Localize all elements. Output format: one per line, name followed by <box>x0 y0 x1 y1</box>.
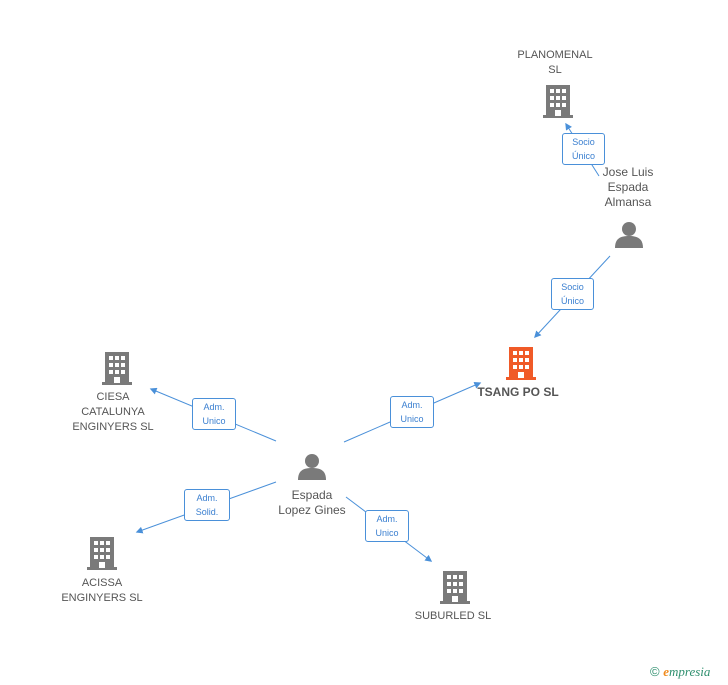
edge-label-espada-to-acissa[interactable]: Adm. Solid. <box>184 489 230 521</box>
building-icon[interactable] <box>543 85 573 118</box>
edge-label-espada-to-ciesa[interactable]: Adm. Unico <box>192 398 236 430</box>
edge-label-jose-to-tsang[interactable]: Socio Único <box>551 278 594 310</box>
building-icon[interactable] <box>440 571 470 604</box>
copyright-icon: © <box>650 664 660 679</box>
building-icon[interactable] <box>87 537 117 570</box>
person-icon[interactable] <box>615 222 643 248</box>
node-label-planomenal[interactable]: PLANOMENAL SL <box>517 49 593 76</box>
edge-label-jose-to-planomenal[interactable]: Socio Único <box>562 133 605 165</box>
node-label-espada-lopez[interactable]: Espada Lopez Gines <box>278 488 346 517</box>
edge-label-espada-to-tsang[interactable]: Adm. Unico <box>390 396 434 428</box>
building-icon[interactable] <box>506 347 536 380</box>
edge-label-espada-to-suburled[interactable]: Adm. Unico <box>365 510 409 542</box>
brand-logo: empresia <box>663 664 711 679</box>
empresia-credit[interactable]: © empresia <box>650 664 710 680</box>
node-label-acissa[interactable]: ACISSA ENGINYERS SL <box>61 577 143 604</box>
person-icon[interactable] <box>298 454 326 480</box>
node-label-jose-luis[interactable]: Jose Luis Espada Almansa <box>602 165 654 209</box>
node-label-suburled[interactable]: SUBURLED SL <box>414 610 492 622</box>
node-label-tsang-po[interactable]: TSANG PO SL <box>477 385 559 399</box>
node-label-ciesa[interactable]: CIESA CATALUNYA ENGINYERS SL <box>72 391 154 433</box>
building-icon[interactable] <box>102 352 132 385</box>
